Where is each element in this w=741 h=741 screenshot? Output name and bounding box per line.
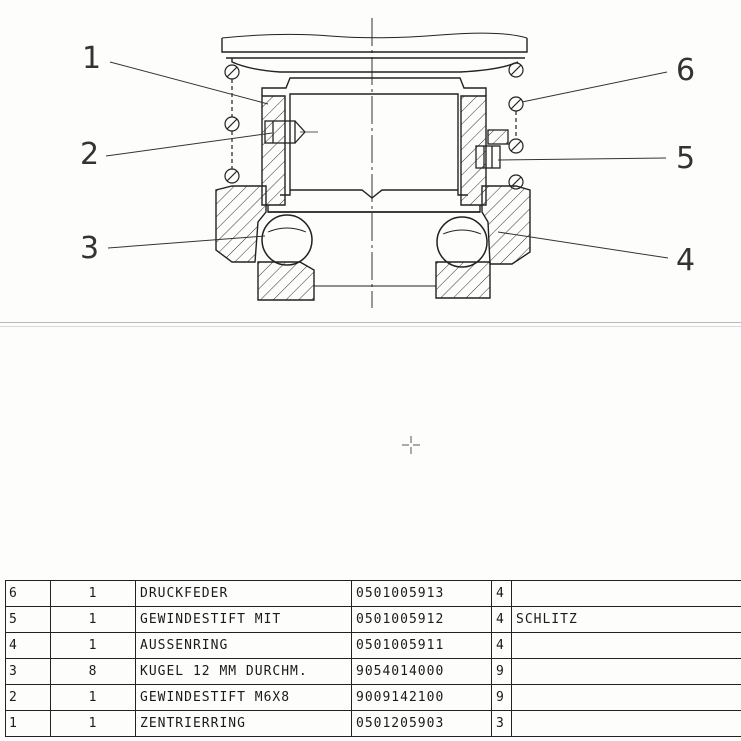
- quantity-cell: 1: [50, 710, 136, 737]
- description-cell: AUSSENRING: [135, 632, 352, 659]
- callout-5: 5: [676, 141, 696, 176]
- position-cell: 1: [5, 710, 51, 737]
- set-screw-left: [264, 120, 318, 144]
- quantity-cell: 1: [50, 580, 136, 607]
- remark-cell: [511, 684, 741, 711]
- crosshair-icon: [402, 436, 420, 454]
- sheet-cell: 9: [491, 658, 512, 685]
- callout-6: 6: [676, 53, 696, 88]
- position-cell: 3: [5, 658, 51, 685]
- sheet-cell: 4: [491, 580, 512, 607]
- quantity-cell: 8: [50, 658, 136, 685]
- remark-cell: [511, 632, 741, 659]
- position-cell: 5: [5, 606, 51, 633]
- remark-cell: [511, 580, 741, 607]
- part-number-cell: 9054014000: [351, 658, 492, 685]
- sheet-divider-shadow: [0, 326, 741, 327]
- leader-lines: [105, 61, 669, 259]
- part-number-cell: 9009142100: [351, 684, 492, 711]
- bearing-section-drawing: [105, 18, 669, 308]
- top-plate: [221, 32, 528, 73]
- remark-cell: [511, 710, 741, 737]
- description-cell: DRUCKFEDER: [135, 580, 352, 607]
- set-screw-right: [475, 129, 509, 169]
- position-cell: 6: [5, 580, 51, 607]
- sheet-cell: 3: [491, 710, 512, 737]
- description-cell: GEWINDESTIFT MIT: [135, 606, 352, 633]
- sheet-cell: 4: [491, 606, 512, 633]
- part-number-cell: 0501005912: [351, 606, 492, 633]
- outer-ring: [215, 185, 531, 265]
- callout-3: 3: [80, 231, 100, 266]
- centering-ring: [261, 77, 487, 213]
- remark-cell: [511, 658, 741, 685]
- part-number-cell: 0501005911: [351, 632, 492, 659]
- description-cell: GEWINDESTIFT M6X8: [135, 684, 352, 711]
- quantity-cell: 1: [50, 606, 136, 633]
- callout-1: 1: [82, 41, 102, 76]
- quantity-cell: 1: [50, 632, 136, 659]
- sheet-cell: 4: [491, 632, 512, 659]
- remark-cell: SCHLITZ: [511, 606, 741, 633]
- lower-race: [257, 261, 491, 301]
- position-cell: 4: [5, 632, 51, 659]
- position-cell: 2: [5, 684, 51, 711]
- callout-4: 4: [676, 243, 696, 278]
- balls: [261, 214, 488, 268]
- description-cell: ZENTRIERRING: [135, 710, 352, 737]
- callout-2: 2: [80, 137, 100, 172]
- sheet-divider: [0, 322, 741, 323]
- sheet-cell: 9: [491, 684, 512, 711]
- part-number-cell: 0501005913: [351, 580, 492, 607]
- quantity-cell: 1: [50, 684, 136, 711]
- part-number-cell: 0501205903: [351, 710, 492, 737]
- description-cell: KUGEL 12 MM DURCHM.: [135, 658, 352, 685]
